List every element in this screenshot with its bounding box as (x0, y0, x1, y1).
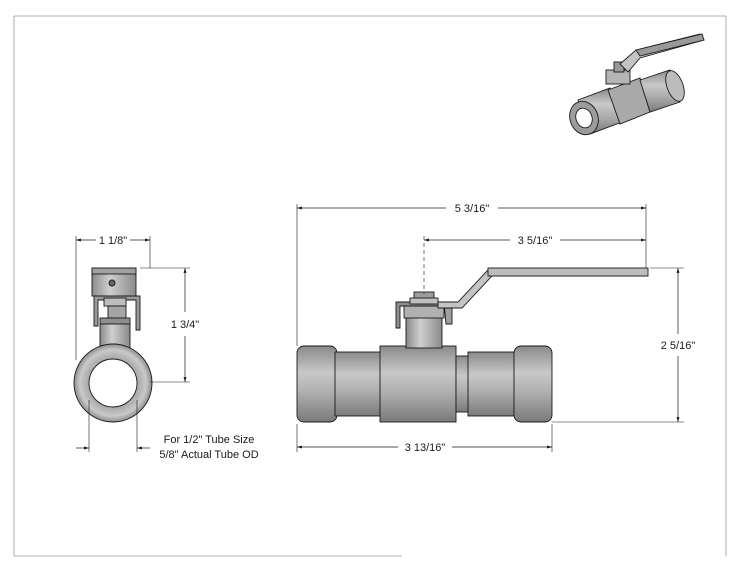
dim-side-height: 1 3/4" (171, 319, 199, 331)
ball-valve-isometric-icon (569, 33, 705, 136)
drawing-border (13, 15, 727, 557)
dimension-lines (75, 204, 684, 452)
dim-body-length: 3 13/16" (405, 442, 446, 454)
dim-handle-length: 3 5/16" (518, 235, 553, 247)
end-view (73, 267, 153, 423)
tube-size-note: For 1/2" Tube Size (164, 434, 255, 446)
dim-overall-height: 2 5/16" (661, 340, 696, 352)
tube-od-note: 5/8" Actual Tube OD (159, 449, 258, 461)
front-view (296, 267, 649, 423)
dim-side-width: 1 1/8" (99, 235, 127, 247)
dim-overall-length: 5 3/16" (455, 203, 490, 215)
